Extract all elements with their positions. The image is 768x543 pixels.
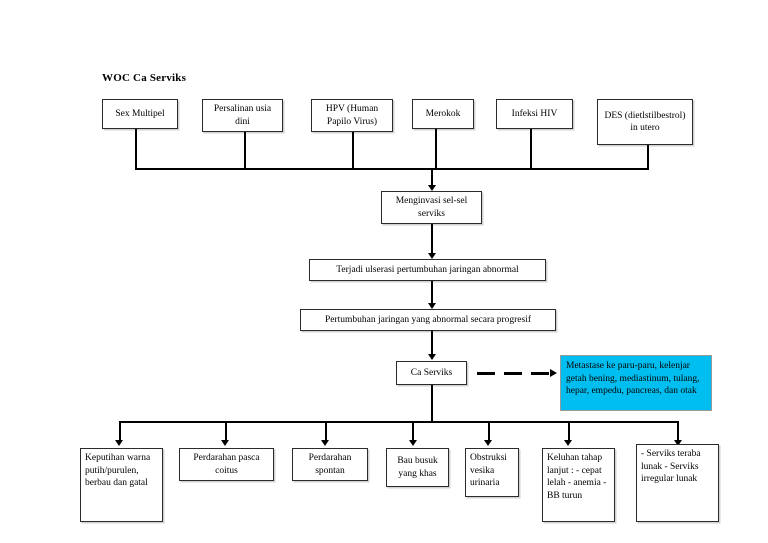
manifestation-label: Keputihan warna putih/purulen, berbau da… — [85, 453, 151, 488]
connector-bar-risk-factors — [135, 168, 649, 170]
process-label: Terjadi ulserasi pertumbuhan jaringan ab… — [336, 264, 519, 275]
connector-stem-obstruksi — [488, 421, 490, 443]
manifestation-label: Obstruksi vesika urinaria — [470, 453, 507, 488]
risk-factor-label: DES (dietlstilbestrol) in utero — [604, 110, 686, 134]
manifestation-box-obstruksi-vesika-urinaria[interactable]: Obstruksi vesika urinaria — [465, 448, 519, 497]
dashed-segment-3 — [531, 372, 549, 375]
manifestation-label: Perdarahan spontan — [308, 453, 352, 476]
connector-stem-des — [647, 145, 649, 170]
dashed-segment-1 — [477, 372, 495, 375]
connector-stem-sex-multipel — [135, 129, 137, 170]
manifestation-box-perdarahan-pasca-coitus[interactable]: Perdarahan pasca coitus — [179, 448, 274, 481]
manifestation-label: - Serviks teraba lunak - Serviks irregul… — [641, 449, 701, 484]
process-label: Ca Serviks — [410, 367, 453, 378]
connector-ca-serviks-to-manifestations — [431, 385, 433, 422]
arrowhead-to-progresif — [428, 303, 436, 309]
risk-factor-box-sex-multipel[interactable]: Sex Multipel — [102, 99, 178, 129]
manifestation-box-bau-busuk[interactable]: Bau busuk yang khas — [386, 448, 449, 487]
connector-progresif-to-ca-serviks — [431, 331, 433, 356]
connector-stem-bau-busuk — [412, 421, 414, 443]
arrowhead-to-metastase — [550, 368, 557, 377]
dashed-segment-2 — [504, 372, 522, 375]
risk-factor-label: Persalinan usia dini — [213, 104, 272, 127]
manifestation-label: Perdarahan pasca coitus — [193, 453, 260, 476]
manifestation-box-keluhan-tahap-lanjut[interactable]: Keluhan tahap lanjut : - cepat lelah - a… — [542, 448, 615, 522]
process-box-ca-serviks[interactable]: Ca Serviks — [396, 361, 467, 385]
connector-ulserasi-to-progresif — [431, 281, 433, 305]
connector-stem-persalinan — [244, 132, 246, 170]
arrowhead-perdarahan-spontan — [321, 440, 329, 446]
process-box-progresif[interactable]: Pertumbuhan jaringan yang abnormal secar… — [300, 309, 556, 331]
connector-stem-hpv — [352, 132, 354, 170]
risk-factor-box-merokok[interactable]: Merokok — [412, 99, 474, 129]
connector-bar-manifestations — [119, 421, 679, 423]
arrowhead-serviks-lunak — [674, 440, 682, 446]
connector-menginvasi-to-ulserasi — [431, 224, 433, 255]
arrowhead-keputihan — [115, 440, 123, 446]
risk-factor-box-hpv[interactable]: HPV (Human Papilo Virus) — [311, 99, 393, 132]
risk-factor-box-infeksi-hiv[interactable]: Infeksi HIV — [496, 99, 573, 129]
connector-to-menginvasi — [431, 168, 433, 186]
process-label: Pertumbuhan jaringan yang abnormal secar… — [324, 314, 532, 325]
connector-stem-perdarahan-spontan — [325, 421, 327, 443]
manifestation-label: Bau busuk yang khas — [397, 456, 438, 479]
arrowhead-perdarahan-pasca-coitus — [221, 440, 229, 446]
arrowhead-to-ulserasi — [428, 253, 436, 259]
risk-factor-label: Merokok — [425, 108, 461, 119]
manifestation-label: Keluhan tahap lanjut : - cepat lelah - a… — [547, 453, 607, 501]
connector-stem-merokok — [435, 129, 437, 170]
process-label: Menginvasi sel-sel serviks — [395, 196, 468, 219]
risk-factor-box-persalinan-usia-dini[interactable]: Persalinan usia dini — [202, 99, 283, 132]
process-box-ulserasi[interactable]: Terjadi ulserasi pertumbuhan jaringan ab… — [309, 259, 546, 281]
arrowhead-keluhan-lanjut — [564, 440, 572, 446]
risk-factor-label: Infeksi HIV — [511, 108, 558, 119]
manifestation-box-serviks-lunak[interactable]: - Serviks teraba lunak - Serviks irregul… — [636, 444, 719, 522]
diagram-title: WOC Ca Serviks — [102, 72, 187, 84]
process-box-menginvasi[interactable]: Menginvasi sel-sel serviks — [381, 191, 482, 224]
manifestation-box-keputihan[interactable]: Keputihan warna putih/purulen, berbau da… — [80, 448, 163, 522]
connector-stem-infeksi-hiv — [530, 129, 532, 170]
risk-factor-label: HPV (Human Papilo Virus) — [325, 104, 379, 127]
manifestation-box-perdarahan-spontan[interactable]: Perdarahan spontan — [292, 448, 368, 481]
arrowhead-bau-busuk — [409, 440, 417, 446]
risk-factor-box-des[interactable]: DES (dietlstilbestrol) in utero — [597, 99, 693, 145]
arrowhead-obstruksi — [484, 440, 492, 446]
arrowhead-to-ca-serviks — [428, 354, 436, 360]
metastasis-label: Metastase ke paru-paru, kelenjar getah b… — [566, 361, 700, 396]
arrowhead-to-menginvasi — [428, 185, 436, 191]
connector-stem-perdarahan-pasca-coitus — [225, 421, 227, 443]
risk-factor-label: Sex Multipel — [115, 108, 165, 119]
metastasis-box[interactable]: Metastase ke paru-paru, kelenjar getah b… — [560, 355, 712, 411]
connector-stem-keputihan — [119, 421, 121, 443]
connector-stem-serviks-lunak — [677, 421, 679, 443]
connector-stem-keluhan-lanjut — [568, 421, 570, 443]
